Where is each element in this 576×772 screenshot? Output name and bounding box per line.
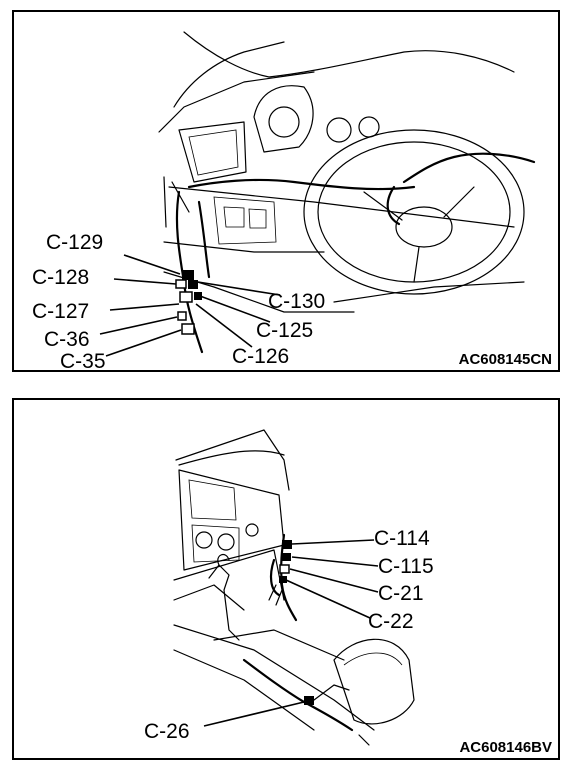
callout-c127: C-127: [32, 300, 89, 323]
callout-c36: C-36: [44, 328, 90, 351]
callout-c115: C-115: [378, 555, 434, 578]
console-harness-drawing: C-114 C-115 C-21 C-22 C-26 AC608146BV: [144, 429, 552, 756]
leader-c129: [123, 254, 181, 275]
leader-c22: [285, 579, 371, 619]
callout-c128: C-128: [32, 266, 89, 289]
leader-c125: [199, 295, 271, 323]
leader-c128: [113, 278, 177, 285]
callout-c126: C-126: [232, 345, 289, 368]
leader-c130: [197, 281, 281, 296]
callout-c26: C-26: [144, 720, 190, 743]
callout-c21: C-21: [378, 582, 424, 605]
leader-c21: [289, 568, 379, 593]
console-view-panel: C-114 C-115 C-21 C-22 C-26 AC608146BV: [12, 398, 560, 760]
dashboard-harness-drawing: C-129 C-128 C-127 C-36 C-35 C-130 C-125 …: [32, 31, 552, 373]
dashboard-view-panel: C-129 C-128 C-127 C-36 C-35 C-130 C-125 …: [12, 10, 560, 373]
callout-c22: C-22: [368, 610, 414, 633]
leader-c36: [99, 316, 178, 335]
leader-c115: [291, 556, 379, 567]
callout-c35: C-35: [60, 350, 106, 373]
leader-c114: [291, 539, 375, 545]
callout-c114: C-114: [374, 527, 430, 550]
callout-c125: C-125: [256, 319, 313, 342]
callout-c130: C-130: [268, 290, 325, 313]
leader-c127: [109, 303, 180, 311]
leader-c126: [195, 303, 253, 348]
leader-c26: [203, 701, 305, 727]
figure-code: AC608145CN: [459, 351, 552, 368]
leader-c35: [105, 329, 182, 357]
figure-code: AC608146BV: [459, 739, 552, 756]
callout-c129: C-129: [46, 231, 103, 254]
